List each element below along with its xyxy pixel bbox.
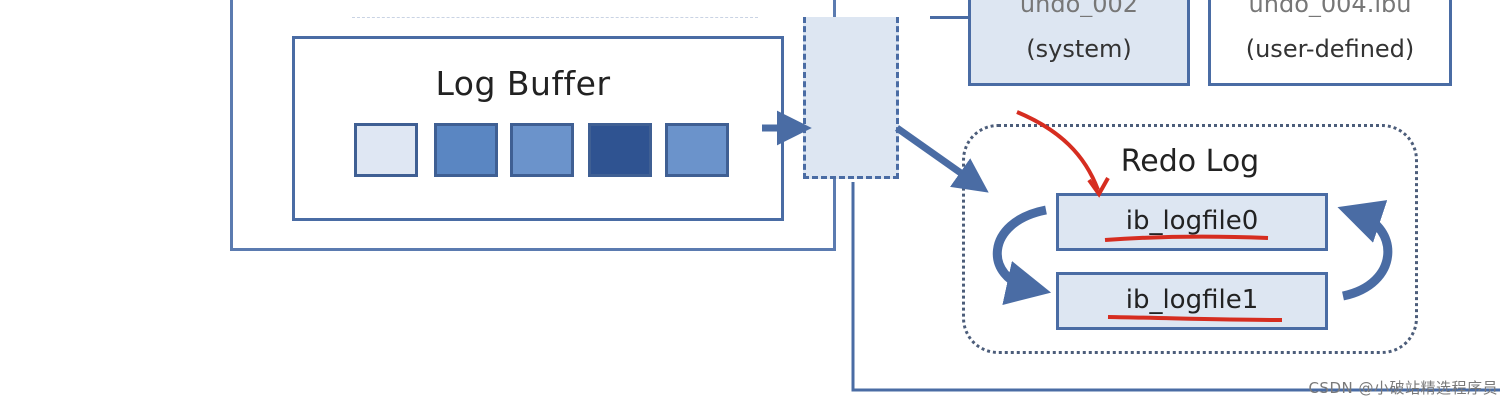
undo-user-label: (user-defined) bbox=[1245, 35, 1415, 63]
watermark: CSDN @小破站精选程序员 bbox=[1308, 379, 1498, 397]
log-buffer-cell bbox=[665, 123, 729, 177]
logfile-0: ib_logfile0 bbox=[1056, 193, 1328, 251]
undo-user-box: undo_004.ibu (user-defined) bbox=[1208, 0, 1452, 86]
undo-system-box: undo_002 (system) bbox=[968, 0, 1190, 86]
cropped-label: undo_002 bbox=[1019, 0, 1139, 17]
log-buffer-cell bbox=[588, 123, 652, 177]
log-buffer-cell bbox=[354, 123, 418, 177]
log-buffer-cell bbox=[510, 123, 574, 177]
logfile-1: ib_logfile1 bbox=[1056, 272, 1328, 330]
memory-dashed-divider bbox=[352, 17, 758, 18]
connector-stub bbox=[930, 16, 968, 19]
cropped-label: undo_004.ibu bbox=[1248, 0, 1412, 17]
os-cache-dashed-box bbox=[803, 17, 899, 179]
log-buffer-title: Log Buffer bbox=[435, 64, 611, 103]
log-buffer-cell bbox=[434, 123, 498, 177]
redo-log-title: Redo Log bbox=[1120, 144, 1260, 179]
undo-system-label: (system) bbox=[1026, 35, 1132, 63]
